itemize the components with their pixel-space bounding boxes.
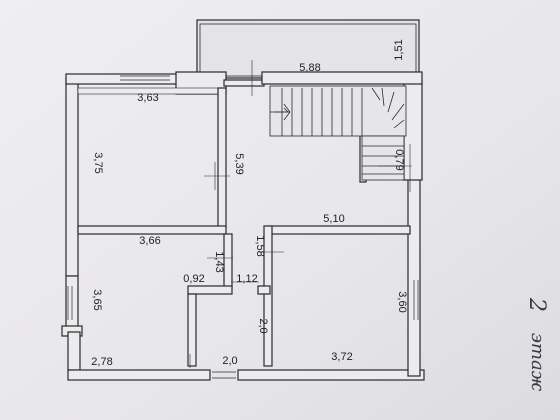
dimension-marks bbox=[189, 60, 412, 368]
outer-walls bbox=[61, 71, 425, 381]
dim-room-br-height: 3,60 bbox=[396, 291, 408, 312]
staircase bbox=[269, 85, 408, 181]
dim-bath-width-bottom: 2,0 bbox=[222, 355, 237, 367]
dim-hall-width: 5,10 bbox=[323, 213, 344, 225]
dim-room-bl-bottom: 2,78 bbox=[91, 356, 112, 368]
balcony bbox=[196, 19, 420, 79]
dim-room-br-width: 3,72 bbox=[331, 351, 352, 363]
floor-number: 2 bbox=[524, 297, 549, 312]
dim-room-tl-width: 3,63 bbox=[137, 92, 158, 104]
dim-stair-width: 0,79 bbox=[393, 149, 405, 170]
dim-room-tl-height: 3,75 bbox=[92, 152, 104, 173]
plan-drawing bbox=[61, 19, 425, 381]
dim-corridor-height: 5,39 bbox=[233, 153, 245, 174]
dimension-labels: 1,51 5,88 0,79 3,63 3,75 5,39 3,66 1,43 … bbox=[91, 39, 408, 368]
dim-bath-height: 2,0 bbox=[257, 318, 269, 333]
dim-stair-length: 5,88 bbox=[299, 62, 320, 74]
dim-room-bl-height: 3,65 bbox=[91, 289, 103, 310]
floor-word: этаж bbox=[527, 333, 548, 392]
dim-wc-vertical: 1,43 bbox=[213, 251, 225, 272]
dim-room-bl-width: 3,66 bbox=[139, 235, 160, 247]
window-marks bbox=[67, 75, 419, 379]
dim-balcony-width: 1,51 bbox=[393, 39, 405, 60]
dim-bath-width-top: 1,12 bbox=[236, 273, 257, 285]
dim-hall-step: 1,58 bbox=[254, 235, 266, 256]
dim-wc-horizontal: 0,92 bbox=[183, 273, 204, 285]
floor-label: 2 этаж bbox=[524, 297, 549, 392]
